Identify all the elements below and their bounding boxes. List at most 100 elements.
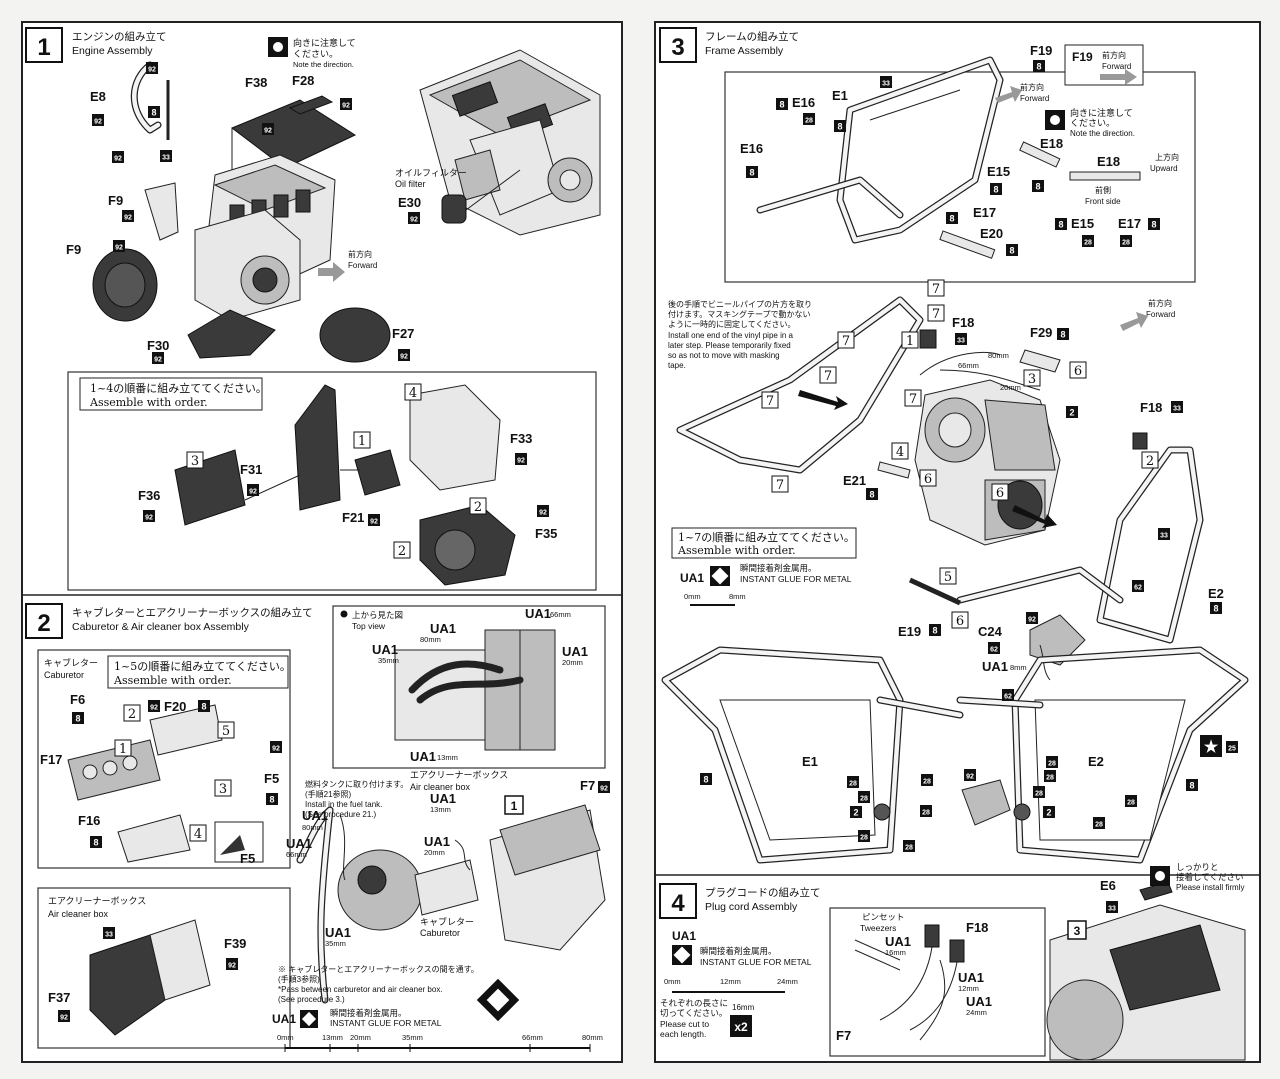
svg-text:1: 1	[906, 334, 914, 349]
svg-text:1: 1	[119, 742, 127, 757]
svg-text:※ キャブレターとエアクリーナーボックスの間を通す。: ※ キャブレターとエアクリーナーボックスの間を通す。	[278, 964, 479, 974]
svg-text:28: 28	[1122, 240, 1130, 247]
part-label: F6	[70, 692, 85, 707]
part-number-badge: 8	[1006, 244, 1018, 256]
part-label: F20	[164, 699, 186, 714]
part-number-badge: 8	[198, 700, 210, 712]
svg-text:(手順21参照): (手順21参照)	[305, 789, 352, 799]
part-label: F16	[78, 813, 100, 828]
order-number-mark: 5	[217, 721, 235, 739]
forward-arrow-3	[1120, 312, 1148, 331]
frame-engine-assembly	[676, 296, 1204, 681]
svg-text:Assemble with order.: Assemble with order.	[113, 674, 232, 687]
part-number-badge: 92	[226, 958, 238, 970]
svg-text:INSTANT GLUE FOR METAL: INSTANT GLUE FOR METAL	[330, 1018, 442, 1028]
part-label: E20	[980, 226, 1003, 241]
svg-text:1~7の順番に組み立ててください。: 1~7の順番に組み立ててください。	[678, 530, 855, 544]
svg-text:7: 7	[842, 334, 850, 349]
svg-text:92: 92	[150, 705, 158, 712]
e8-bracket-part	[130, 61, 170, 140]
svg-text:92: 92	[114, 156, 122, 163]
f20-part	[149, 704, 223, 756]
part-label: E18	[1040, 136, 1063, 151]
part-number-badge: 28	[1125, 795, 1137, 807]
part-number-badge: 92	[122, 210, 134, 222]
part-label: E18	[1097, 154, 1120, 169]
step-3-title-en: Frame Assembly	[705, 45, 784, 57]
svg-text:Please cut to: Please cut to	[660, 1019, 709, 1029]
order-box-3: 1~7の順番に組み立ててください。 Assemble with order.	[671, 527, 857, 559]
svg-text:8: 8	[1151, 220, 1156, 230]
svg-text:UA1: UA1	[680, 571, 704, 585]
svg-text:92: 92	[115, 245, 123, 252]
part-label: UA1	[286, 836, 312, 851]
svg-text:Assemble with order.: Assemble with order.	[89, 396, 208, 409]
part-number-badge: 33	[160, 150, 172, 162]
svg-text:瞬間接着剤金属用。: 瞬間接着剤金属用。	[740, 563, 817, 573]
part-number-badge: 28	[858, 791, 870, 803]
part-label: F5	[264, 771, 279, 786]
order-number-mark: 2	[1141, 451, 1159, 469]
svg-text:Install in the fuel tank.: Install in the fuel tank.	[305, 800, 382, 809]
svg-text:33: 33	[957, 338, 965, 345]
svg-text:3: 3	[191, 454, 199, 469]
order-number-mark: 3	[186, 451, 204, 469]
part-label: F21	[342, 510, 364, 525]
svg-text:8: 8	[779, 100, 784, 110]
svg-text:INSTANT GLUE FOR METAL: INSTANT GLUE FOR METAL	[700, 957, 812, 967]
svg-text:92: 92	[145, 515, 153, 522]
aircleaner-sub-box: エアクリーナーボックス Air cleaner box	[37, 887, 291, 1049]
part-label: C24	[978, 624, 1003, 639]
part-number-badge: 8	[72, 712, 84, 724]
ruler-label: 8mm	[729, 592, 746, 601]
part-label: F9	[66, 242, 81, 257]
part-label: F27	[392, 326, 414, 341]
forward-label-en: Forward	[1146, 310, 1175, 319]
part-label: E16	[792, 95, 815, 110]
svg-text:2: 2	[1069, 408, 1074, 418]
part-number-badge: 92	[148, 700, 160, 712]
svg-text:瞬間接着剤金属用。: 瞬間接着剤金属用。	[330, 1008, 407, 1018]
svg-text:3: 3	[1074, 924, 1081, 938]
order-number-mark: 7	[904, 389, 922, 407]
svg-text:Forward: Forward	[1102, 62, 1131, 71]
order-number-mark: 2	[469, 497, 487, 515]
part-label: F5	[240, 851, 255, 866]
f38-cover-part	[230, 95, 357, 175]
svg-text:28: 28	[922, 810, 930, 817]
ruler-label: 13mm	[322, 1033, 343, 1042]
f30-oil-pan	[187, 309, 276, 359]
part-number-badge: 92	[113, 240, 125, 252]
svg-text:ピンセット: ピンセット	[862, 912, 905, 922]
svg-text:92: 92	[1028, 617, 1036, 624]
part-label: F39	[224, 936, 246, 951]
svg-text:4: 4	[194, 827, 202, 842]
svg-text:キャブレター: キャブレター	[44, 657, 98, 668]
part-number-badge: 2	[1043, 806, 1055, 818]
svg-text:4: 4	[896, 445, 904, 460]
part-label: F9	[108, 193, 123, 208]
measure-label: 66mm	[286, 850, 307, 859]
step-2-title-jp: キャブレターとエアクリーナーボックスの組み立て	[72, 606, 313, 619]
svg-text:Note the direction.: Note the direction.	[293, 60, 354, 69]
part-label: F7	[580, 778, 595, 793]
svg-text:Front side: Front side	[1085, 197, 1121, 206]
measure-label: 66mm	[958, 361, 979, 370]
svg-text:8: 8	[703, 775, 708, 785]
part-label: F37	[48, 990, 70, 1005]
part-number-badge: 92	[58, 1010, 70, 1022]
order-number-mark: 5	[939, 567, 957, 585]
order-number-mark: 6	[1069, 361, 1087, 379]
order-number-mark: 7	[819, 366, 837, 384]
carb-sub-box: キャブレター Caburetor 1~5の順番に組み立ててください。 Assem…	[37, 649, 291, 869]
part-label: E6	[1100, 878, 1116, 893]
svg-text:8: 8	[1036, 62, 1041, 72]
part-label: F38	[245, 75, 267, 90]
svg-text:前方向: 前方向	[348, 249, 372, 259]
part-label: E2	[1208, 586, 1224, 601]
svg-text:*Pass between carburetor and a: *Pass between carburetor and air cleaner…	[278, 985, 443, 994]
svg-text:6: 6	[956, 614, 964, 629]
svg-text:tape.: tape.	[668, 361, 686, 370]
measure-label: 66mm	[550, 610, 571, 619]
